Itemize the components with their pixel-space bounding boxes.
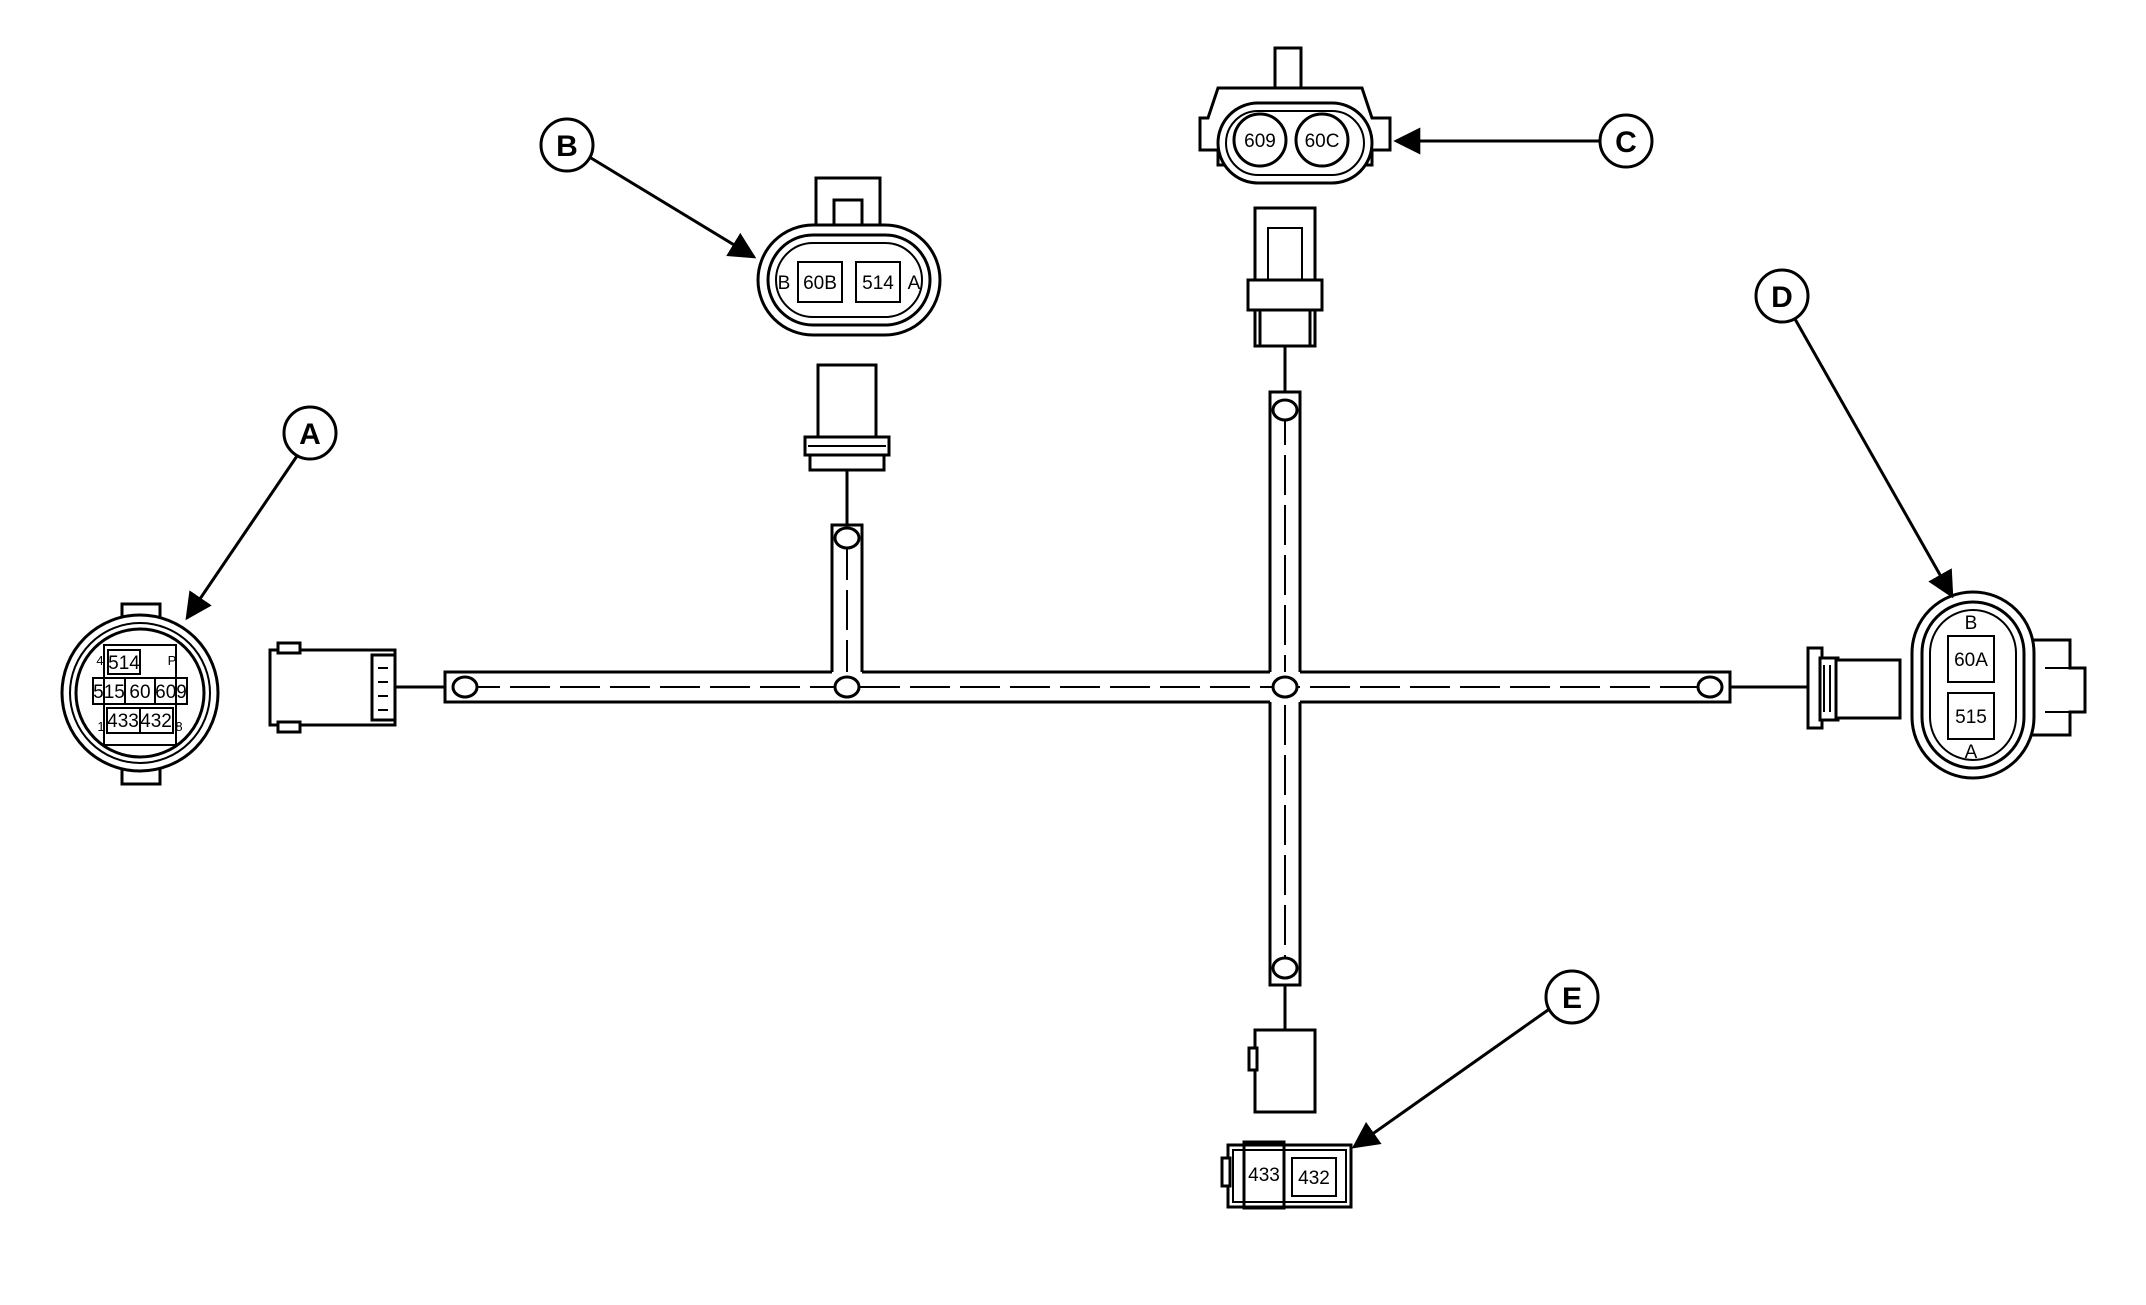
pin-a-marker-4: 4 bbox=[96, 653, 103, 668]
connector-a: 514 515 60 609 433 432 4 P 1 8 bbox=[60, 602, 220, 786]
pin-b-60b bbox=[797, 261, 843, 303]
pin-a-433-label: 433 bbox=[107, 711, 139, 732]
pin-a-609-label: 609 bbox=[155, 682, 187, 703]
pin-e-432 bbox=[1291, 1157, 1337, 1197]
pin-a-432 bbox=[139, 707, 174, 734]
pin-e-433 bbox=[1242, 1140, 1286, 1210]
pin-b-514-label: 514 bbox=[862, 273, 894, 294]
plug-c bbox=[1246, 206, 1324, 392]
callout-a: A bbox=[185, 405, 338, 621]
pin-c-609 bbox=[1232, 112, 1288, 168]
side-d-a-label: A bbox=[1965, 742, 1978, 763]
connector-e: 433 432 bbox=[1220, 1140, 1353, 1210]
side-b-label: B bbox=[778, 273, 791, 294]
pin-a-marker-1: 1 bbox=[97, 719, 104, 734]
pin-d-60a bbox=[1947, 635, 1995, 683]
pin-c-609-label: 609 bbox=[1244, 131, 1276, 152]
pin-c-60c-label: 60C bbox=[1305, 131, 1340, 152]
clip-b-junction bbox=[833, 675, 861, 699]
callout-b-label: B bbox=[556, 130, 578, 163]
connector-d: 60A 515 B A bbox=[1910, 590, 2087, 780]
pin-a-514 bbox=[107, 649, 141, 675]
pin-a-60-label: 60 bbox=[129, 682, 150, 703]
harness-trunk bbox=[443, 390, 1732, 987]
pin-d-515 bbox=[1947, 692, 1995, 740]
pin-a-514-label: 514 bbox=[108, 653, 140, 674]
pin-b-514 bbox=[855, 261, 901, 303]
plug-e bbox=[1247, 985, 1317, 1114]
pin-e-433-label: 433 bbox=[1248, 1165, 1280, 1186]
callout-e-label: E bbox=[1562, 982, 1582, 1015]
callout-a-label: A bbox=[299, 418, 321, 451]
clip-b-top bbox=[833, 526, 861, 550]
side-d-b-label: B bbox=[1965, 613, 1978, 634]
pin-c-60c bbox=[1294, 112, 1350, 168]
clip-e-bottom bbox=[1271, 956, 1299, 980]
pin-b-60b-label: 60B bbox=[803, 273, 837, 294]
clip-c-top bbox=[1271, 398, 1299, 422]
plug-b bbox=[803, 363, 891, 525]
clip-right bbox=[1696, 675, 1724, 699]
callout-d: D bbox=[1754, 268, 1954, 599]
callout-c-label: C bbox=[1615, 126, 1637, 159]
callout-c: C bbox=[1393, 113, 1654, 169]
pin-a-marker-p: P bbox=[168, 653, 177, 668]
pin-a-515-label: 515 bbox=[93, 682, 125, 703]
plug-d bbox=[1730, 646, 1902, 730]
pin-a-609 bbox=[154, 677, 188, 705]
callout-e: E bbox=[1351, 969, 1600, 1149]
connector-c: 609 60C bbox=[1198, 46, 1392, 185]
pin-e-432-label: 432 bbox=[1298, 1168, 1330, 1189]
pin-a-432-label: 432 bbox=[140, 711, 172, 732]
callout-b: B bbox=[539, 117, 757, 259]
connector-b: 60B 514 B A bbox=[756, 176, 942, 337]
side-a-label: A bbox=[908, 273, 921, 294]
pin-d-60a-label: 60A bbox=[1954, 650, 1988, 671]
callout-d-label: D bbox=[1771, 281, 1793, 314]
clip-left bbox=[451, 675, 479, 699]
pin-a-marker-8: 8 bbox=[175, 719, 182, 734]
clip-cross-junction bbox=[1271, 675, 1299, 699]
pin-d-515-label: 515 bbox=[1955, 707, 1987, 728]
plug-left bbox=[268, 641, 445, 734]
